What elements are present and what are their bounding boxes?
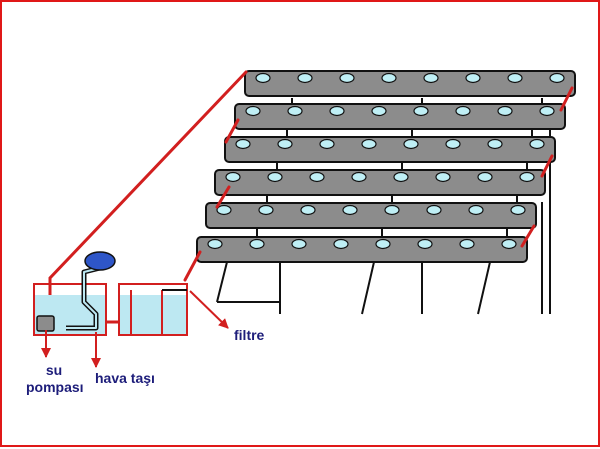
- growing-channel-5: [205, 202, 537, 229]
- plant-hole: [267, 171, 283, 183]
- plant-hole: [487, 138, 503, 150]
- plant-hole: [497, 105, 513, 117]
- plant-hole: [333, 238, 349, 250]
- plant-hole: [258, 204, 274, 216]
- water-pump-label-line1: su: [45, 362, 63, 378]
- plant-hole: [291, 238, 307, 250]
- filter-tank: [118, 283, 188, 336]
- plant-hole: [361, 138, 377, 150]
- plant-hole: [468, 204, 484, 216]
- plant-hole: [393, 171, 409, 183]
- plant-hole: [413, 105, 429, 117]
- plant-hole: [297, 72, 313, 84]
- water-tank: [33, 283, 107, 336]
- growing-channel-3: [224, 136, 556, 163]
- plant-hole: [445, 138, 461, 150]
- plant-hole: [255, 72, 271, 84]
- air-pump-icon: [84, 251, 116, 271]
- stand-left: [216, 261, 281, 314]
- plant-hole: [216, 204, 232, 216]
- plant-hole: [417, 238, 433, 250]
- overflow-pipe-3: [540, 154, 554, 178]
- plant-hole: [381, 72, 397, 84]
- plant-hole: [501, 238, 517, 250]
- plant-hole: [371, 105, 387, 117]
- filter-tank-water: [119, 295, 187, 335]
- plant-hole: [455, 105, 471, 117]
- stand-right: [477, 257, 543, 315]
- aeration-system: [66, 251, 116, 331]
- overflow-pipe-4: [215, 185, 231, 209]
- plant-hole: [459, 238, 475, 250]
- plant-hole: [225, 171, 241, 183]
- plant-hole: [465, 72, 481, 84]
- plant-hole: [403, 138, 419, 150]
- plant-hole: [507, 72, 523, 84]
- plant-hole: [351, 171, 367, 183]
- water-pump-label-line2: pompası: [26, 379, 84, 395]
- plant-hole: [277, 138, 293, 150]
- plant-hole: [423, 72, 439, 84]
- plant-hole: [245, 105, 261, 117]
- plant-hole: [287, 105, 303, 117]
- stand-middle: [361, 261, 423, 315]
- overflow-pipe-5: [520, 224, 536, 248]
- overflow-pipe-1: [559, 86, 574, 112]
- reservoir-tanks: [33, 283, 188, 336]
- plant-hole: [510, 204, 526, 216]
- plant-hole: [519, 171, 535, 183]
- plant-hole: [375, 238, 391, 250]
- growing-channel-1: [244, 70, 576, 97]
- plant-hole: [300, 204, 316, 216]
- plant-hole: [477, 171, 493, 183]
- growing-channels: [196, 70, 576, 263]
- plant-hole: [319, 138, 335, 150]
- growing-channel-2: [234, 103, 566, 130]
- water-pump-label: su pompası: [26, 362, 84, 396]
- plant-hole: [309, 171, 325, 183]
- plant-hole: [384, 204, 400, 216]
- filter-label: filtre: [234, 327, 265, 343]
- plant-hole: [249, 238, 265, 250]
- air-stone-label: hava taşı: [95, 370, 155, 386]
- growing-channel-4: [214, 169, 546, 196]
- overflow-pipe-2: [224, 118, 240, 144]
- filter-arrow: [189, 290, 229, 329]
- plant-hole: [435, 171, 451, 183]
- plant-hole: [207, 238, 223, 250]
- plant-hole: [235, 138, 251, 150]
- plant-hole: [549, 72, 565, 84]
- plant-hole: [539, 105, 555, 117]
- return-pipe: [183, 250, 202, 282]
- plant-hole: [342, 204, 358, 216]
- plant-hole: [426, 204, 442, 216]
- plant-hole: [339, 72, 355, 84]
- callout-arrows: [41, 290, 229, 368]
- water-pump: [36, 315, 55, 332]
- plant-hole: [529, 138, 545, 150]
- plant-hole: [329, 105, 345, 117]
- growing-channel-6: [196, 236, 528, 263]
